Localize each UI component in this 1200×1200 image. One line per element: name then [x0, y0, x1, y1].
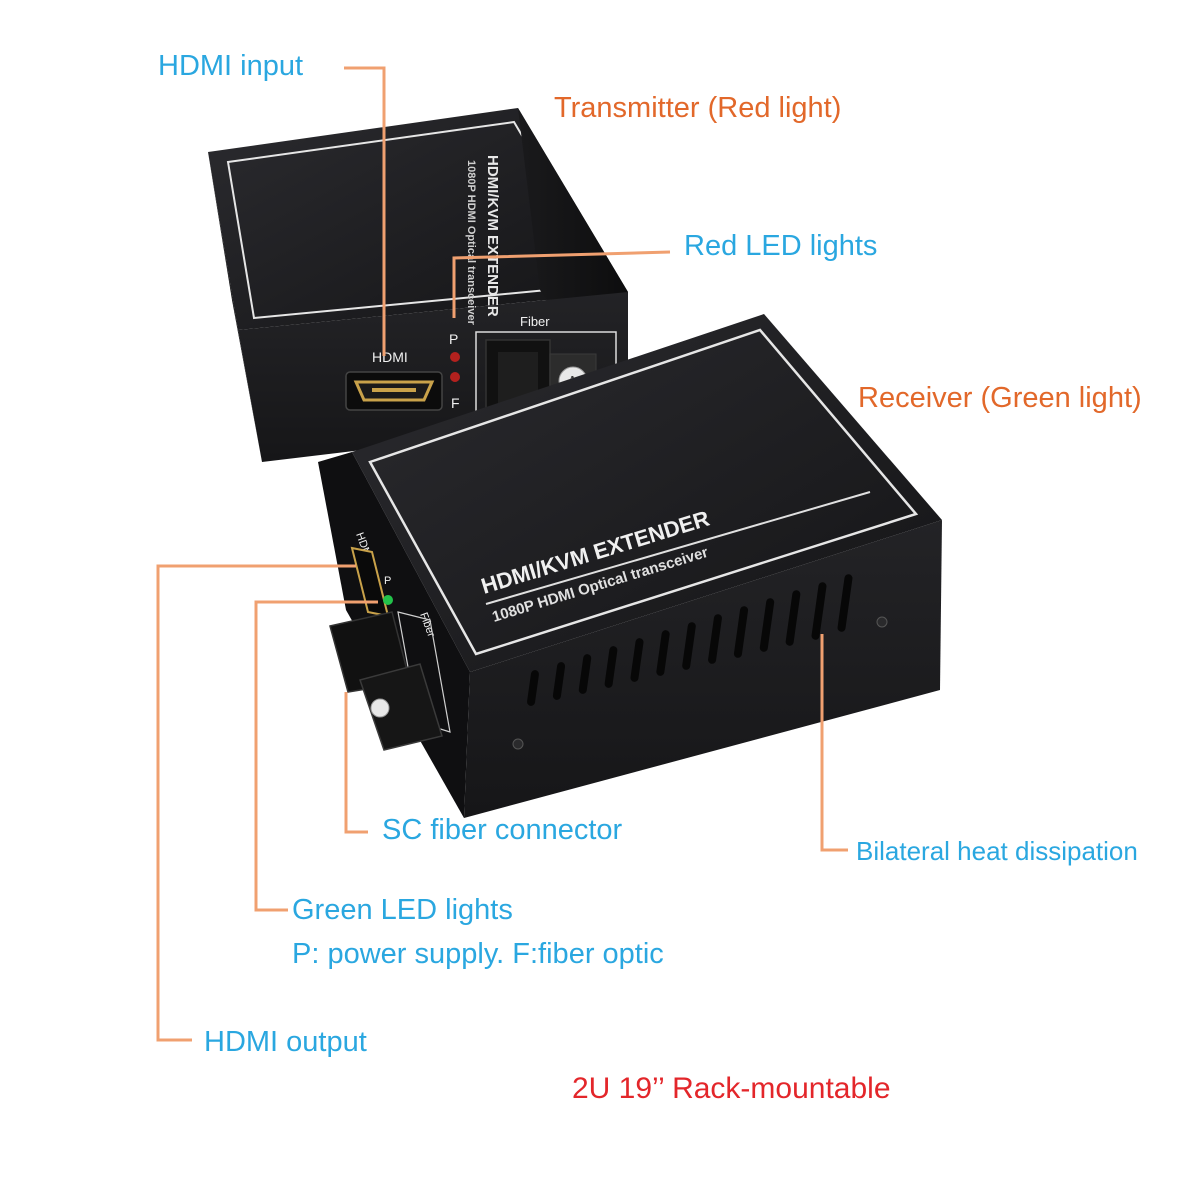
- callout-receiver: Receiver (Green light): [858, 382, 1142, 414]
- red-led-power: [450, 352, 460, 362]
- callout-red-led-lights: Red LED lights: [684, 230, 878, 262]
- callout-hdmi-output: HDMI output: [204, 1026, 367, 1058]
- leader-sc-fiber: [344, 692, 368, 834]
- leader-hdmi-input: [344, 66, 386, 356]
- green-led-power: [383, 595, 393, 605]
- transmitter-led-p-label: P: [449, 331, 458, 347]
- receiver-sc-fiber-connector[interactable]: [329, 611, 443, 751]
- transmitter-hdmi-label: HDMI: [372, 349, 408, 365]
- receiver-top-border: [368, 328, 919, 656]
- red-led-fiber: [450, 372, 460, 382]
- receiver-screw-2: [876, 616, 888, 628]
- receiver-unit: HDMI/KVM EXTENDER 1080P HDMI Optical tra…: [318, 314, 942, 818]
- transmitter-top-text-1: HDMI/KVM EXTENDER: [484, 155, 501, 317]
- leader-hdmi-output: [156, 564, 356, 1042]
- callout-heat-dissipation: Bilateral heat dissipation: [856, 836, 1138, 866]
- callout-hdmi-input: HDMI input: [158, 50, 304, 82]
- receiver-underline: [485, 491, 871, 605]
- receiver-screw-1: [512, 738, 524, 750]
- callout-green-led-description: P: power supply. F:fiber optic: [292, 938, 664, 970]
- rack-mountable-caption: 2U 19’’ Rack-mountable: [572, 1072, 891, 1105]
- callout-green-led-lights: Green LED lights: [292, 894, 513, 926]
- leader-lines: [156, 66, 848, 1042]
- transmitter-top-text-2: 1080P HDMI Optical transceiver: [465, 160, 477, 326]
- transmitter-fiber-label: Fiber: [520, 314, 550, 329]
- receiver-top-face: [352, 314, 942, 672]
- leader-green-led: [254, 600, 378, 912]
- callout-sc-fiber-connector: SC fiber connector: [382, 814, 623, 846]
- transmitter-top-face: [208, 108, 628, 330]
- hdmi-input-port[interactable]: [345, 371, 443, 411]
- receiver-vent-slots: [527, 574, 853, 706]
- receiver-led-p-label: P: [384, 575, 391, 587]
- transmitter-led-f-label: F: [451, 395, 460, 411]
- leader-heat: [820, 634, 848, 852]
- callout-transmitter: Transmitter (Red light): [554, 92, 842, 124]
- leader-red-led: [452, 250, 671, 318]
